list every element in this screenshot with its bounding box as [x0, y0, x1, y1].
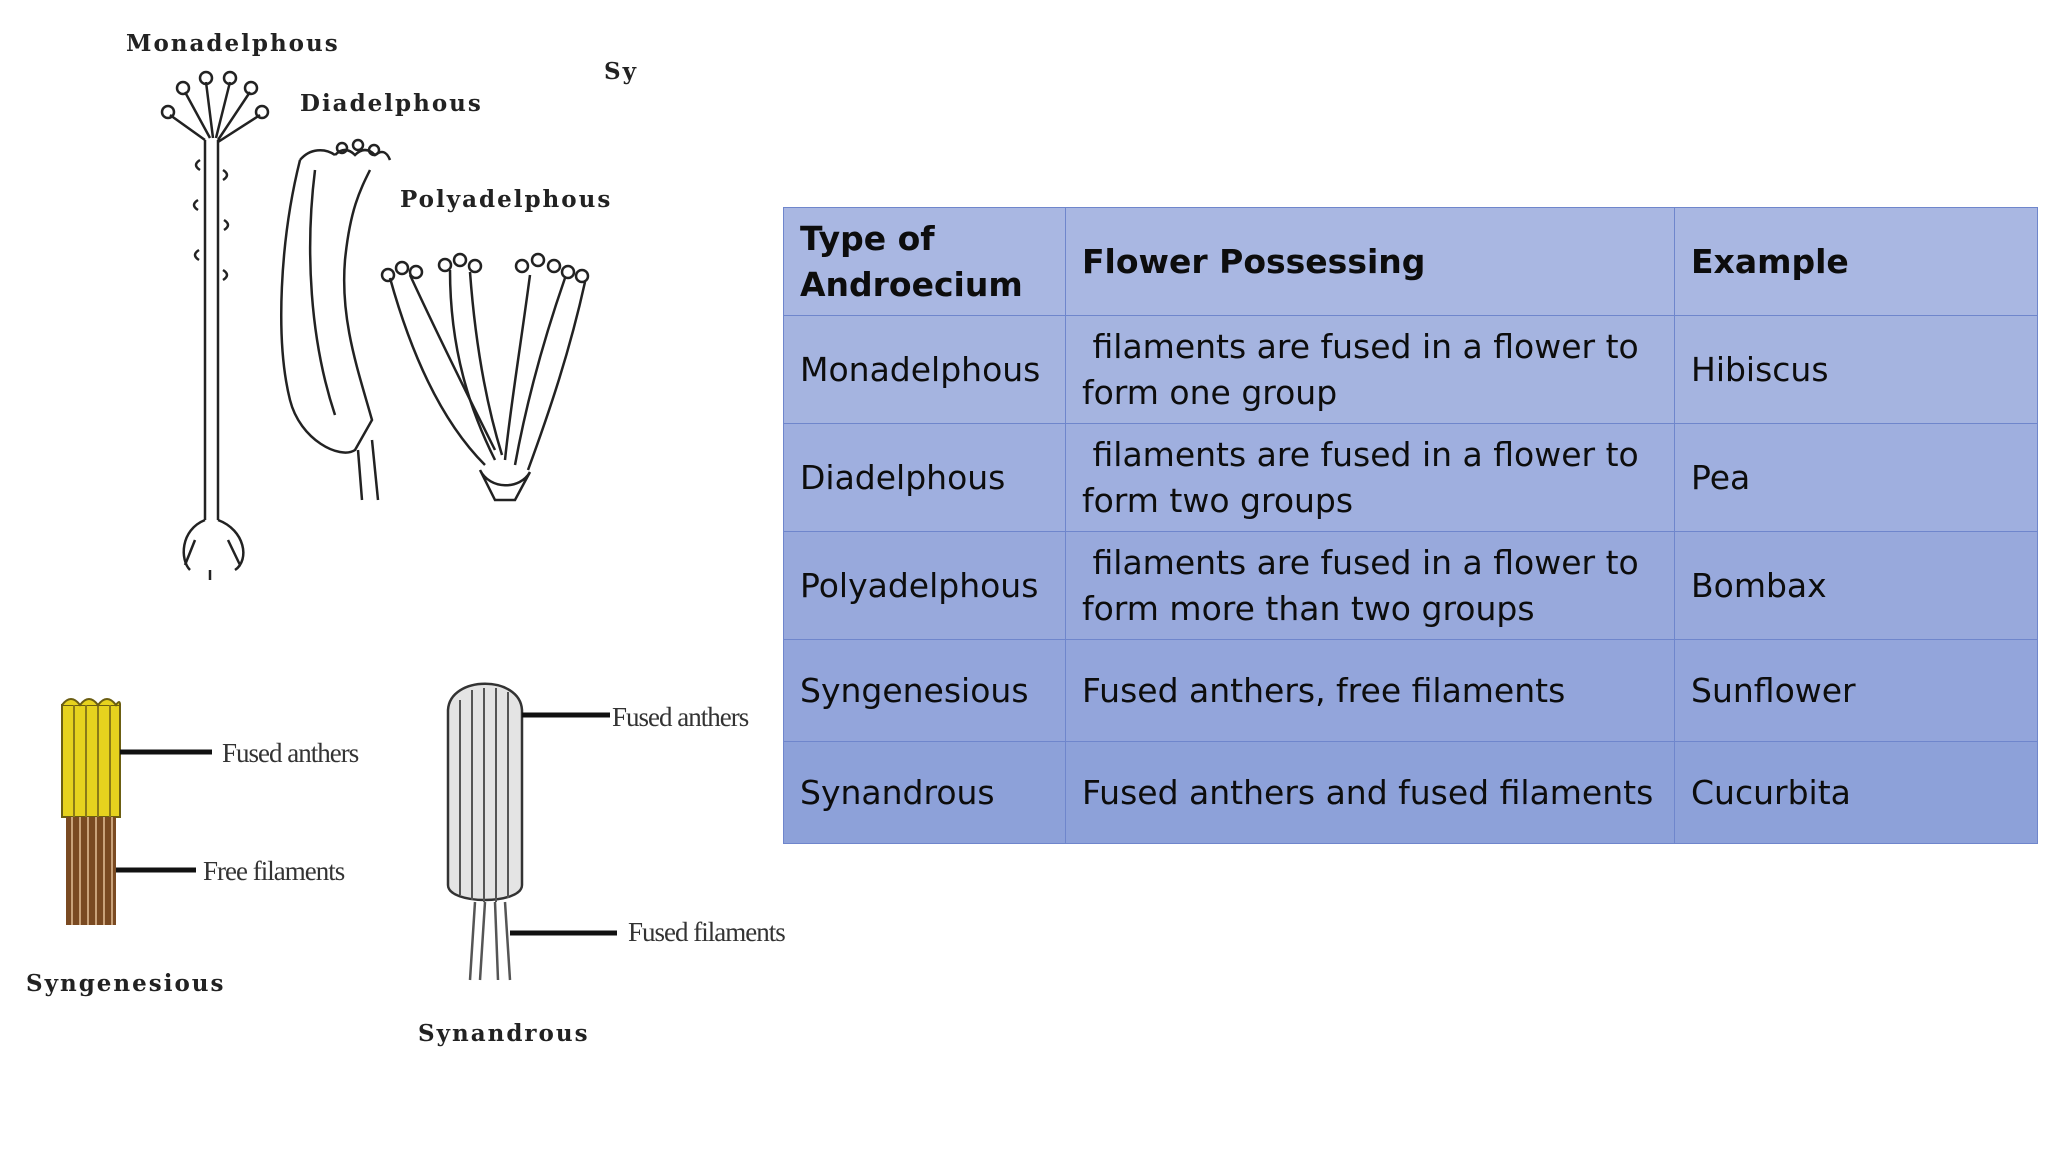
cell-description: Fused anthers, free filaments: [1065, 639, 1675, 742]
table-row: Polyadelphous filaments are fused in a f…: [783, 531, 2038, 640]
table-header-row: Type of Androecium Flower Possessing Exa…: [783, 207, 2038, 316]
cell-description: filaments are fused in a flower to form …: [1065, 315, 1675, 424]
cell-example: Sunflower: [1674, 639, 2038, 742]
syngenesious-synandrous-illustration: Fused anthers Free filaments Syngenesiou…: [0, 680, 800, 1080]
label-monadelphous: Monadelphous: [126, 30, 340, 57]
label-syngenesious: Syngenesious: [26, 970, 226, 997]
cell-type: Polyadelphous: [783, 531, 1066, 640]
cell-example: Bombax: [1674, 531, 2038, 640]
androecium-table: Type of Androecium Flower Possessing Exa…: [783, 207, 2038, 844]
cell-description: filaments are fused in a flower to form …: [1065, 423, 1675, 532]
cell-type: Syngenesious: [783, 639, 1066, 742]
cell-example: Pea: [1674, 423, 2038, 532]
syn-drawings: [61, 682, 617, 981]
label-diadelphous: Diadelphous: [300, 90, 483, 117]
cell-description: filaments are fused in a flower to form …: [1065, 531, 1675, 640]
diadelphous-drawing: [280, 138, 392, 501]
label-polyadelphous: Polyadelphous: [400, 186, 613, 213]
cell-description: Fused anthers and fused filaments: [1065, 741, 1675, 844]
label-synandrous-fused-anthers: Fused anthers: [612, 702, 749, 732]
monadelphous-drawing: [160, 70, 270, 580]
label-free-filaments: Free filaments: [203, 856, 345, 886]
cell-type: Diadelphous: [783, 423, 1066, 532]
cell-example: Hibiscus: [1674, 315, 2038, 424]
syngenesious-drawing: [61, 698, 212, 925]
label-syngenesious-fused-anthers: Fused anthers: [222, 738, 359, 768]
header-example: Example: [1674, 207, 2038, 316]
synandrous-drawing: [446, 682, 617, 981]
table-row: Monadelphous filaments are fused in a fl…: [783, 315, 2038, 424]
label-fused-filaments: Fused filaments: [628, 917, 786, 947]
cell-type: Monadelphous: [783, 315, 1066, 424]
table-row: Diadelphous filaments are fused in a flo…: [783, 423, 2038, 532]
cell-example: Cucurbita: [1674, 741, 2038, 844]
label-synandrous: Synandrous: [418, 1020, 590, 1047]
label-cut-off: Sy: [604, 58, 638, 85]
header-flower-possessing: Flower Possessing: [1065, 207, 1675, 316]
androecium-types-illustration: Monadelphous Diadelphous Polyadelphous S…: [110, 20, 636, 580]
polyadelphous-drawing: [380, 252, 590, 502]
table-row: Syngenesious Fused anthers, free filamen…: [783, 639, 2038, 742]
table-row: Synandrous Fused anthers and fused filam…: [783, 741, 2038, 844]
header-type: Type of Androecium: [783, 207, 1066, 316]
cell-type: Synandrous: [783, 741, 1066, 844]
androecium-drawings: [160, 70, 590, 580]
